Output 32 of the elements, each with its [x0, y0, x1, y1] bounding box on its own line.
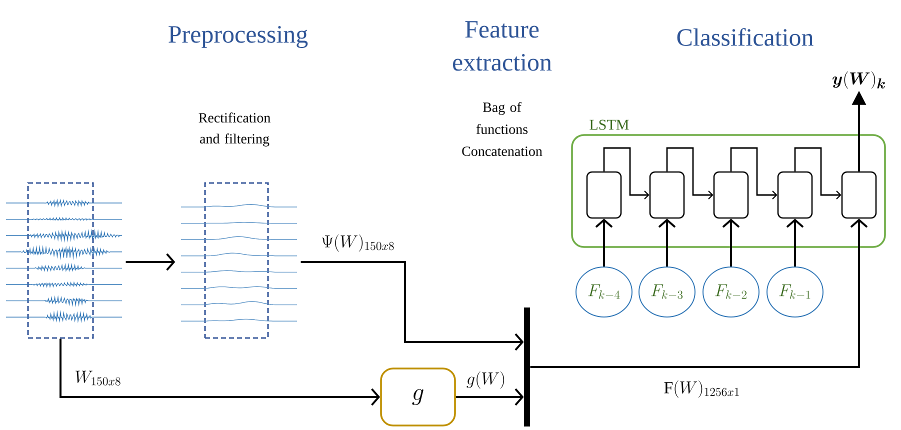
- arrow: [60, 338, 380, 406]
- arrow: [794, 147, 842, 200]
- lstm-cell: [649, 171, 685, 219]
- arrow: [786, 218, 804, 266]
- step-description: Bag of functions Concatenation: [462, 102, 542, 156]
- arrow: [603, 147, 650, 200]
- edge-label: $\Psi(W)_{150x8}$: [320, 233, 396, 253]
- section-heading: Preprocessing: [168, 26, 308, 48]
- lstm-cell: [713, 171, 749, 219]
- emg-signal-drawing: [6, 182, 122, 339]
- arrow: [666, 147, 714, 200]
- arrow: [456, 388, 524, 406]
- lstm-cell: [777, 171, 813, 219]
- concatenation-bar: [524, 308, 530, 426]
- arrow: [722, 218, 740, 266]
- section-heading: Feature extraction: [453, 21, 552, 71]
- arrow: [658, 218, 676, 266]
- function-box: $g$: [380, 368, 456, 426]
- section-heading: Classification: [677, 28, 814, 46]
- lstm-cell: [586, 171, 622, 219]
- node-label: Rectification and filtering: [198, 112, 270, 146]
- edge-label: $g(W)$: [465, 370, 507, 390]
- arrow: [300, 261, 524, 351]
- arrow: [730, 147, 778, 200]
- arrow: [126, 253, 176, 271]
- output-label: $\boldsymbol{y}(\boldsymbol{W})_{\boldsymbol{k}}$: [832, 71, 885, 89]
- arrow: [530, 218, 868, 368]
- container-title: LSTM: [590, 120, 629, 130]
- arrow: [595, 218, 613, 266]
- edge-label: $\mathrm{F}(W)_{1256x1}$: [662, 379, 742, 399]
- edge-label: $W_{150x8}$: [74, 370, 122, 386]
- lstm-cell: [841, 171, 877, 219]
